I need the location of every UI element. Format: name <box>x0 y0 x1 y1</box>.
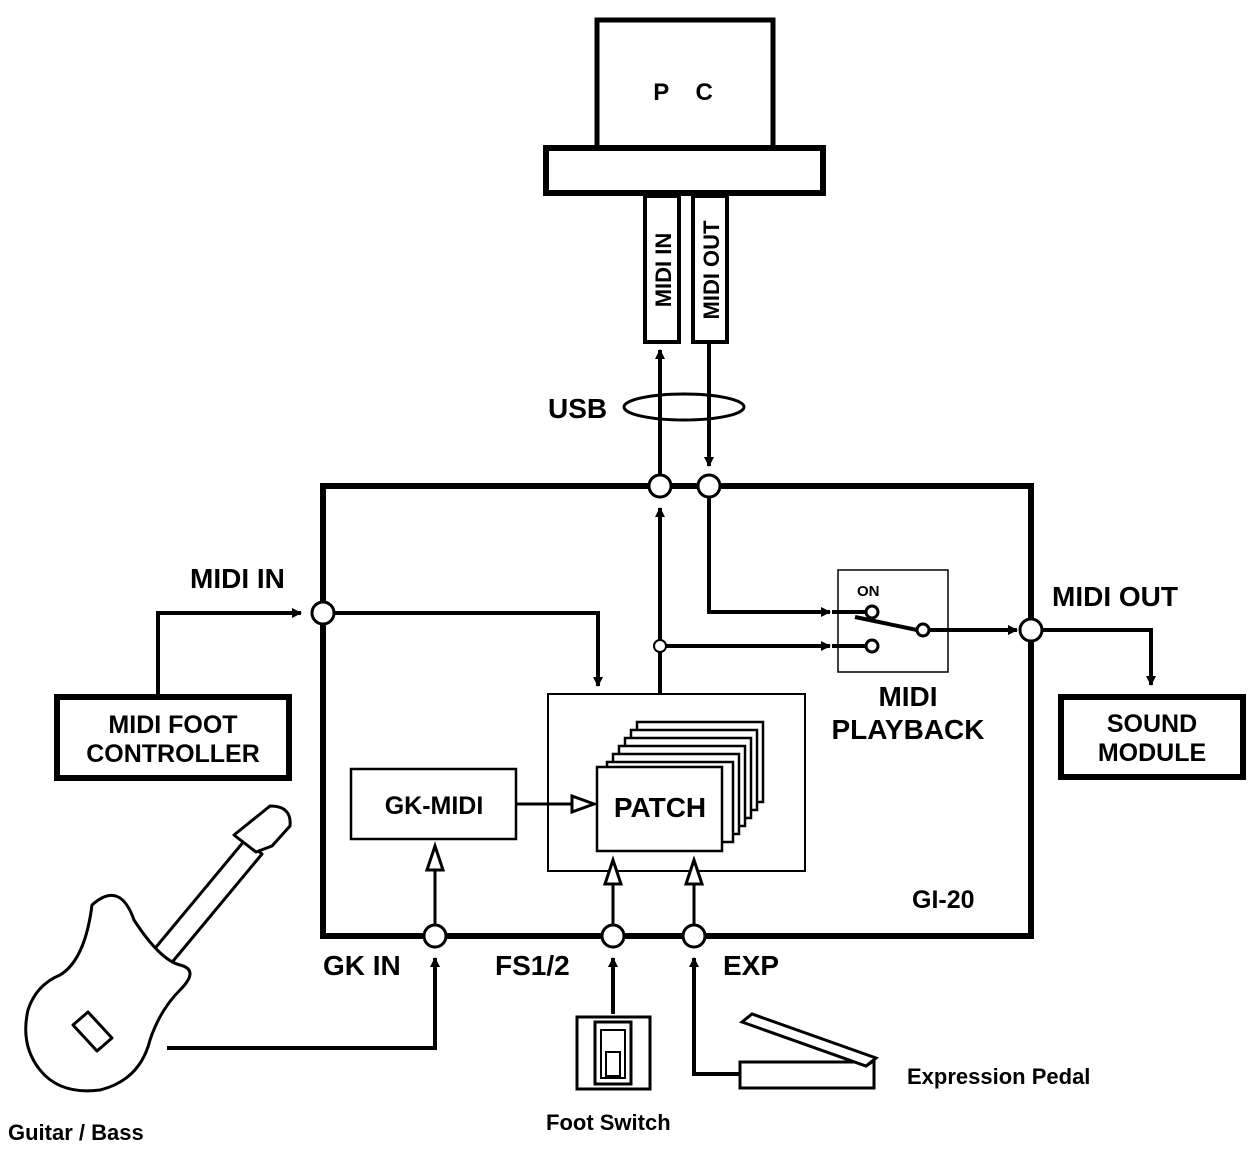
switch-on-contact <box>864 604 880 620</box>
sound-module-label-1: SOUND <box>1107 710 1197 738</box>
foot-controller-to-midi-in-wire <box>156 608 302 697</box>
gk-in-label: GK IN <box>323 950 401 981</box>
midi-in-port-label: MIDI IN <box>190 563 285 594</box>
usb-midi-in-port: MIDI IN <box>643 194 681 344</box>
junction-dot <box>653 639 667 653</box>
guitar-label: Guitar / Bass <box>8 1120 144 1145</box>
midi-in-jack <box>310 600 336 626</box>
exp-jack <box>681 923 707 949</box>
midi-out-port-label: MIDI OUT <box>1052 581 1178 612</box>
guitar-icon <box>24 804 292 1093</box>
usb-label: USB <box>548 393 607 424</box>
midi-playback-label-2: PLAYBACK <box>832 714 985 745</box>
switch-off-contact <box>864 638 880 654</box>
gk-in-jack <box>422 923 448 949</box>
exp-arrow <box>683 855 705 886</box>
foot-switch-label: Foot Switch <box>546 1110 671 1135</box>
foot-switch-icon <box>575 1015 652 1091</box>
switch-common-contact <box>915 622 931 638</box>
midi-playback-switch-box <box>837 569 949 673</box>
usb-midi-in-label: MIDI IN <box>651 233 676 308</box>
gk-midi-block <box>349 767 518 841</box>
midi-out-jack <box>1018 617 1044 643</box>
gk-midi-label: GK-MIDI <box>385 792 484 820</box>
midi-playback-label-1: MIDI <box>878 681 937 712</box>
pc-label: P C <box>653 79 723 106</box>
guitar-to-gk-in-wire <box>167 957 440 1050</box>
midi-in-to-patch-wire <box>335 611 603 687</box>
usb-out-jack <box>647 473 673 499</box>
foot-controller-label-1: MIDI FOOT <box>108 711 237 739</box>
gi20-label: GI-20 <box>912 886 975 914</box>
pedal-to-exp-wire <box>689 957 740 1076</box>
midi-foot-controller <box>54 694 292 781</box>
usb-in-jack <box>696 473 722 499</box>
switch-lever <box>854 615 918 632</box>
fs-arrow <box>602 855 624 886</box>
midi-out-to-sound-module-wire <box>1043 628 1156 686</box>
usb-to-switch-on-wire <box>707 498 831 617</box>
usb-cable-loop <box>622 392 746 422</box>
gk-midi-to-patch-arrow <box>570 793 599 815</box>
usb-midi-out-port: MIDI OUT <box>691 194 729 344</box>
fs-jack <box>600 923 626 949</box>
gk-in-arrow <box>424 841 446 872</box>
foot-controller-label-2: CONTROLLER <box>86 740 260 768</box>
patch-block <box>595 765 724 853</box>
gi20-unit <box>320 483 1034 939</box>
fs-label: FS1/2 <box>495 950 570 981</box>
expression-pedal-label: Expression Pedal <box>907 1064 1090 1089</box>
sound-module-label-2: MODULE <box>1098 739 1206 767</box>
sound-module <box>1058 694 1246 780</box>
exp-label: EXP <box>723 950 779 981</box>
expression-pedal-icon <box>738 1012 880 1090</box>
switch-on-label: ON <box>857 583 880 600</box>
patch-label: PATCH <box>614 792 706 823</box>
pc-computer: P C <box>543 17 826 196</box>
usb-midi-out-label: MIDI OUT <box>699 220 724 320</box>
